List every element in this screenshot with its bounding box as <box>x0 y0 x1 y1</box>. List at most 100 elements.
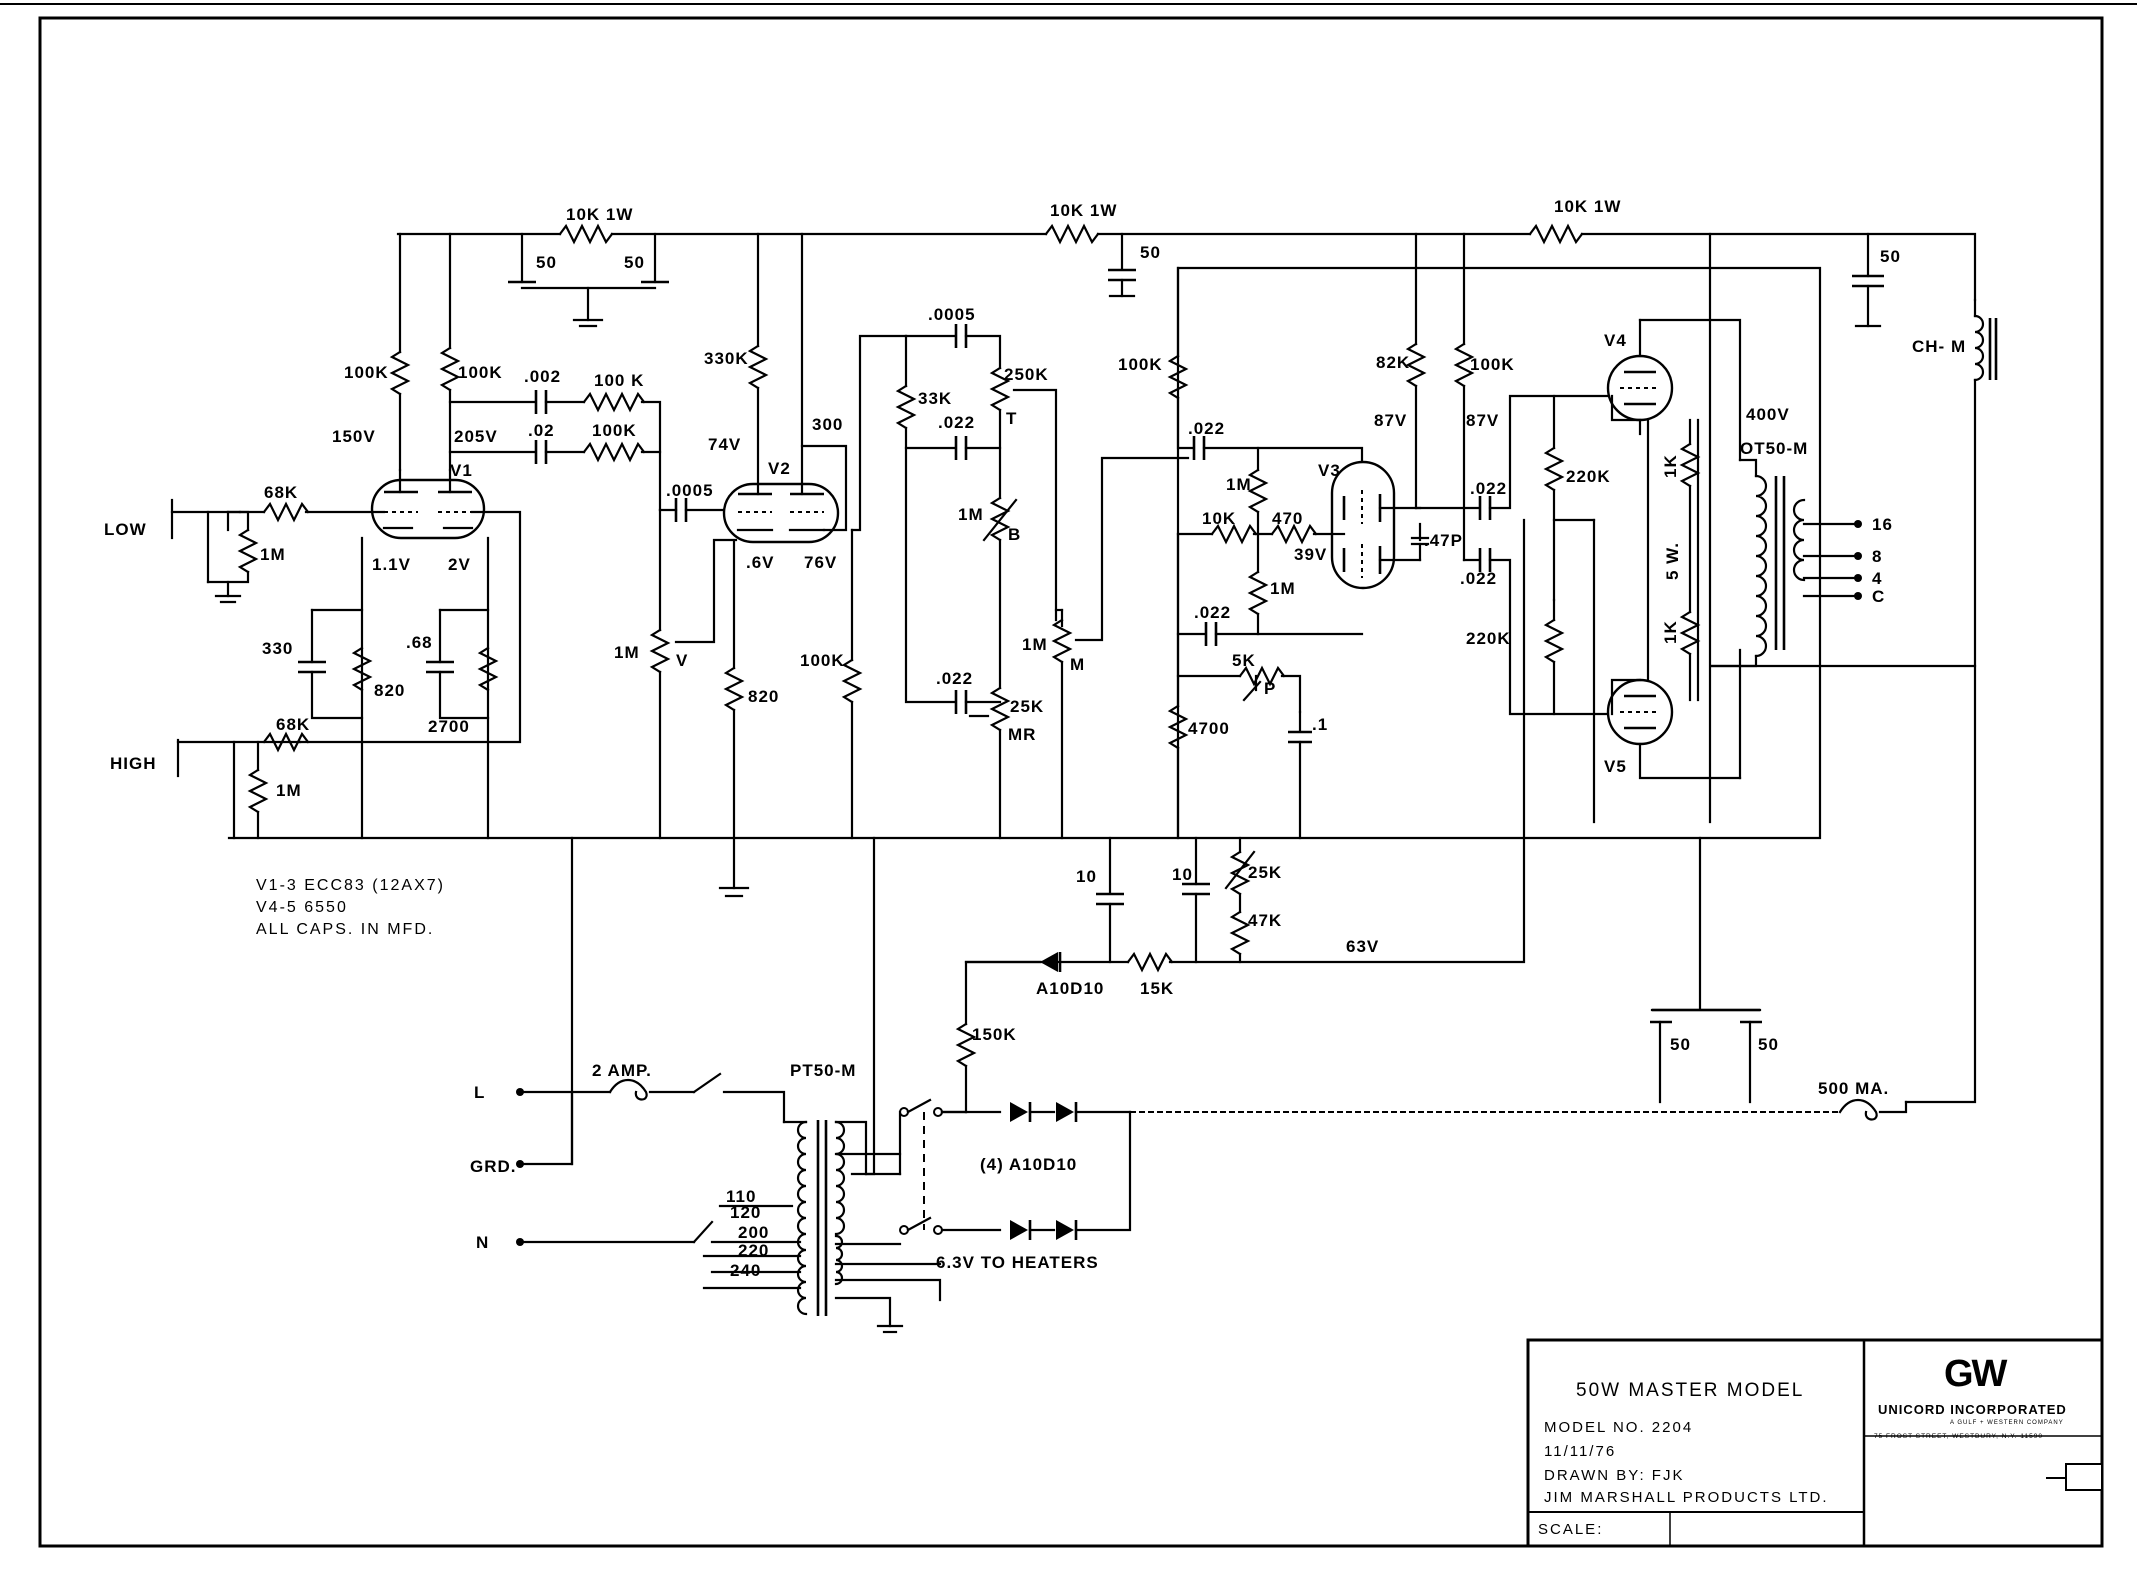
label-grd: GRD. <box>470 1157 517 1176</box>
label-t240: 240 <box>730 1261 761 1280</box>
ht-rectifier <box>940 1098 1908 1240</box>
label-c002: .002 <box>524 367 561 386</box>
label-t220: 220 <box>738 1241 769 1260</box>
filter-caps <box>508 232 1884 328</box>
label-c0005-a: .0005 <box>666 481 714 500</box>
logo-name: UNICORD INCORPORATED <box>1878 1402 2067 1417</box>
label-r10k1w-b: 10K 1W <box>1050 201 1117 220</box>
title-block-scale: SCALE: <box>1538 1521 1603 1538</box>
label-v5: V5 <box>1604 757 1627 776</box>
title-block-drawn-by: DRAWN BY: FJK <box>1544 1467 1684 1484</box>
stage-v1 <box>170 232 662 840</box>
label-c330: 330 <box>262 639 293 658</box>
label-v63: 63V <box>1346 937 1379 956</box>
label-r1m-d: 1M <box>1270 579 1296 598</box>
label-c47p: .47P <box>1424 531 1463 550</box>
note-line-1: V1-3 ECC83 (12AX7) <box>256 877 445 894</box>
label-c02: .02 <box>528 421 555 440</box>
note-line-2: V4-5 6550 <box>256 899 348 916</box>
label-r33k: 33K <box>918 389 952 408</box>
note-line-3: ALL CAPS. IN MFD. <box>256 921 434 938</box>
label-r1k-b: 1K <box>1661 620 1680 644</box>
label-r150k: 150K <box>972 1025 1017 1044</box>
label-v300: 300 <box>812 415 843 434</box>
label-r15k: 15K <box>1140 979 1174 998</box>
label-r5w: 5 W. <box>1663 542 1682 580</box>
label-pot-p: P <box>1264 679 1276 698</box>
label-r330k: 330K <box>704 349 749 368</box>
tube-v3 <box>1330 460 1396 590</box>
label-r25k-a: 25K <box>1010 697 1044 716</box>
label-chm: CH- M <box>1912 337 1966 356</box>
logo-sub: A GULF + WESTERN COMPANY <box>1950 1420 2064 1426</box>
label-t110: 110 <box>726 1187 756 1206</box>
output-stage <box>1522 232 1998 1104</box>
label-pot-t: T <box>1006 409 1017 428</box>
label-c1: .1 <box>1312 715 1328 734</box>
tube-v1 <box>370 478 486 540</box>
label-v39: 39V <box>1294 545 1327 564</box>
choke <box>1710 298 1998 1104</box>
label-v3: V3 <box>1318 461 1341 480</box>
tone-stack <box>895 324 1058 840</box>
label-v2: V2 <box>768 459 791 478</box>
label-t120: 120 <box>730 1203 761 1222</box>
drawing-border <box>38 16 2104 1548</box>
bias-supply <box>955 836 1526 1114</box>
label-r68k-b: 68K <box>276 715 310 734</box>
label-r47k: 47K <box>1248 911 1282 930</box>
label-tapc: C <box>1872 587 1885 606</box>
label-r68k-a: 68K <box>264 483 298 502</box>
label-r1m-m: 1M <box>1022 635 1048 654</box>
label-r820-b: 820 <box>748 687 779 706</box>
title-block-model: MODEL NO. 2204 <box>1544 1419 1693 1436</box>
label-r5k: 5K <box>1232 651 1256 670</box>
label-c50-a: 50 <box>536 253 557 272</box>
label-r100k-c: 100 K <box>594 371 644 390</box>
label-c10-b: 10 <box>1172 865 1193 884</box>
label-pot-m: M <box>1070 655 1085 674</box>
label-v74: 74V <box>708 435 741 454</box>
label-r10k1w-a: 10K 1W <box>566 205 633 224</box>
logo-address: 75 FROST STREET, WESTBURY, N.Y. 11590 <box>1874 1433 2043 1440</box>
label-v4: V4 <box>1604 331 1627 350</box>
label-c50-e: 50 <box>1670 1035 1691 1054</box>
label-r1m-c: 1M <box>1226 475 1252 494</box>
label-v150: 150V <box>332 427 376 446</box>
ground-rail <box>227 266 1822 840</box>
label-v400: 400V <box>1746 405 1790 424</box>
component-labels: LOW HIGH 10K 1W 10K 1W 10K 1W 50 50 50 5… <box>104 197 1966 1280</box>
label-r250k: 250K <box>1004 365 1049 384</box>
output-transformer <box>1710 458 1862 668</box>
label-c022-c: .022 <box>1188 419 1225 438</box>
label-pot-mr: MR <box>1008 725 1036 744</box>
label-r10k1w-c: 10K 1W <box>1554 197 1621 216</box>
label-c022-e: .022 <box>1470 479 1507 498</box>
label-low: LOW <box>104 520 147 539</box>
label-r1m-a: 1M <box>260 545 286 564</box>
pi-loads <box>1405 232 1614 716</box>
label-high: HIGH <box>110 754 157 773</box>
title-block-title: 50W MASTER MODEL <box>1576 1380 1804 1401</box>
label-r100k-f: 100K <box>1118 355 1163 374</box>
notes: V1-3 ECC83 (12AX7) V4-5 6550 ALL CAPS. I… <box>256 877 445 938</box>
master-pot <box>1051 456 1190 840</box>
label-c022-d: .022 <box>1194 603 1231 622</box>
label-c022-f: .022 <box>1460 569 1497 588</box>
label-r100k-e: 100K <box>800 651 845 670</box>
label-v6: .6V <box>746 553 775 572</box>
label-line-n: N <box>476 1233 489 1252</box>
label-c50-f: 50 <box>1758 1035 1779 1054</box>
label-r100k-g: 100K <box>1470 355 1515 374</box>
title-block-company: JIM MARSHALL PRODUCTS LTD. <box>1544 1489 1829 1506</box>
label-c0005-b: .0005 <box>928 305 976 324</box>
label-r220k-a: 220K <box>1566 467 1611 486</box>
label-ot: OT50-M <box>1740 439 1808 458</box>
label-tap16: 16 <box>1872 515 1893 534</box>
label-r25k-b: 25K <box>1248 863 1282 882</box>
label-r470: 470 <box>1272 509 1303 528</box>
label-v1: V1 <box>450 461 473 480</box>
logo-gw: GW <box>1944 1353 2008 1395</box>
